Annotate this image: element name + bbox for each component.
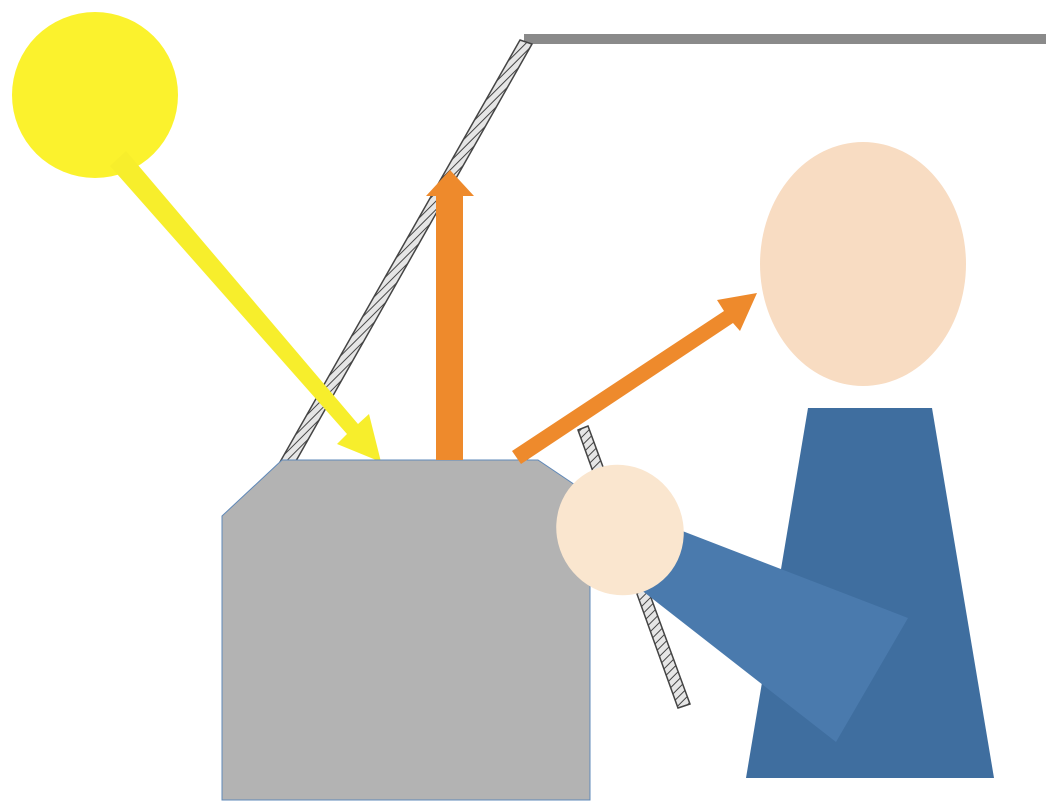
person-head [760, 142, 966, 386]
ceiling-bar [524, 34, 1046, 44]
person-figure [532, 142, 994, 778]
sun-icon [12, 12, 178, 178]
incoming-ray-arrow [110, 151, 381, 462]
reflected-ray-viewer-arrow [512, 293, 757, 464]
upper-window-pane [280, 40, 532, 468]
object-box [222, 460, 590, 800]
